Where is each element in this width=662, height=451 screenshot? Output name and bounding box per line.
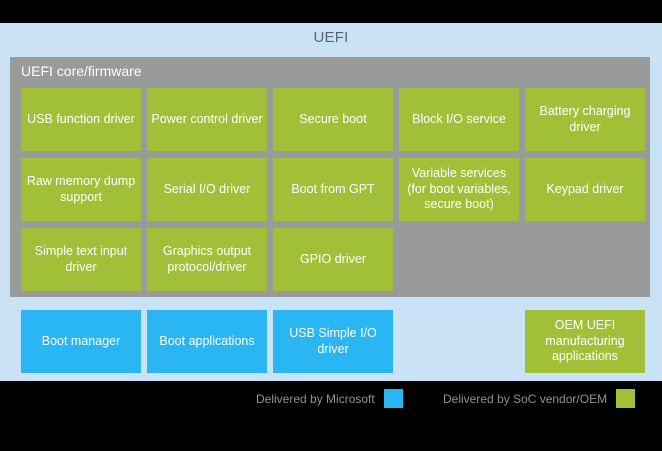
box-label: Boot manager [41,333,121,348]
core-box-7: Boot from GPT [273,158,393,221]
bottom-box-0: Boot manager [21,310,141,373]
legend-item-soc-vendor: Delivered by SoC vendor/OEM [443,389,636,408]
box-label: Variable services (for boot variables, s… [407,166,511,212]
bottom-box-2: USB Simple I/O driver [273,310,393,373]
core-box-11: Graphics output protocol/driver [147,228,267,291]
box-label: Boot from GPT [291,181,375,196]
legend-label-soc-vendor: Delivered by SoC vendor/OEM [443,391,608,406]
core-box-2: Secure boot [273,88,393,151]
legend-swatch-soc-vendor [616,389,636,408]
core-box-4: Battery charging driver [525,88,645,151]
core-box-5: Raw memory dump support [21,158,141,221]
box-label: Serial I/O driver [163,181,251,196]
uefi-core-panel-label: UEFI core/firmware [21,63,142,79]
box-label: Block I/O service [412,111,506,126]
legend-bar [0,381,662,451]
box-label: Simple text input driver [34,243,128,274]
core-box-0: USB function driver [21,88,141,151]
core-box-1: Power control driver [147,88,267,151]
box-label: GPIO driver [300,251,366,266]
core-box-9: Keypad driver [525,158,645,221]
core-box-10: Simple text input driver [21,228,141,291]
legend-item-microsoft: Delivered by Microsoft [256,389,403,408]
core-box-6: Serial I/O driver [147,158,267,221]
box-label: Keypad driver [546,181,624,196]
legend-label-microsoft: Delivered by Microsoft [256,391,375,406]
box-label: Battery charging driver [539,103,631,134]
box-label: Secure boot [299,111,367,126]
box-label: OEM UEFI manufacturing applications [545,318,625,364]
box-label: Power control driver [151,111,263,126]
bottom-box-3: OEM UEFI manufacturing applications [525,310,645,373]
page-title: UEFI [313,29,349,46]
legend-swatch-microsoft [383,389,403,408]
box-label: Graphics output protocol/driver [162,243,252,274]
bottom-box-1: Boot applications [147,310,267,373]
box-label: USB function driver [27,111,135,126]
core-box-8: Variable services (for boot variables, s… [399,158,519,221]
box-label: Boot applications [159,333,255,348]
box-label: Raw memory dump support [26,173,136,204]
box-label: USB Simple I/O driver [289,325,377,356]
core-box-12: GPIO driver [273,228,393,291]
core-box-3: Block I/O service [399,88,519,151]
